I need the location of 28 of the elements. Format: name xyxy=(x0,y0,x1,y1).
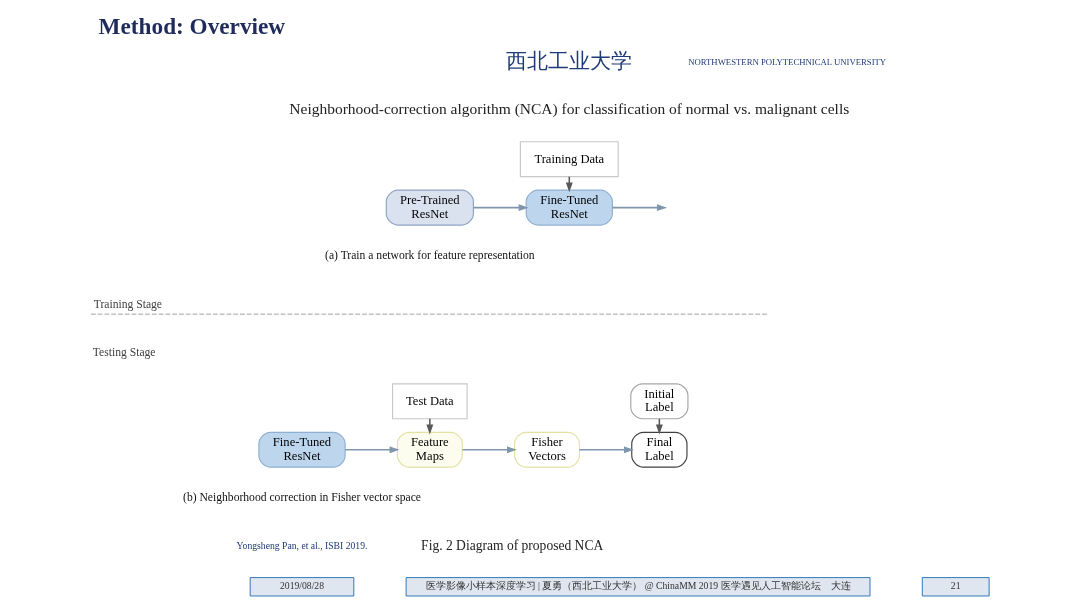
node-box: Fine-Tuned ResNet xyxy=(525,189,613,226)
arrow xyxy=(461,446,517,454)
diagram-title: Method: Overview xyxy=(98,12,286,39)
node-box: Final Label xyxy=(631,431,688,468)
label: Neighborhood-correction algorithm (NCA) for classification of normal vs. malignant cells xyxy=(289,100,850,118)
arrow xyxy=(611,204,667,212)
label: Training Stage xyxy=(93,297,163,311)
node-box: Feature Maps xyxy=(396,431,463,468)
node-box: Test Data xyxy=(391,383,468,420)
label: 西北工业大学 xyxy=(506,48,633,73)
arrow xyxy=(426,418,434,435)
arrow xyxy=(472,204,529,212)
node-box: Fisher Vectors xyxy=(514,431,581,468)
arrow xyxy=(578,446,634,454)
arrow xyxy=(344,446,400,454)
node-box: Training Data xyxy=(519,141,619,178)
label: (b) Neighborhood correction in Fisher vector space xyxy=(183,491,421,505)
node-box: Fine-Tuned ResNet xyxy=(258,431,346,468)
label: NORTHWESTERN POLYTECHNICAL UNIVERSITY xyxy=(688,56,887,67)
label: Yongsheng Pan, et al., ISBI 2019. xyxy=(236,540,368,552)
label: 2019/08/28 xyxy=(279,580,325,592)
label: Testing Stage xyxy=(92,346,156,360)
label: 医学影像小样本深度学习 | 夏勇（西北工业大学） @ ChinaMM 2019 医学遇见人工智能论坛 大连 xyxy=(425,580,851,592)
label: 21 xyxy=(950,580,961,592)
caption: Fig. 2 Diagram of proposed NCA xyxy=(421,538,604,554)
node-box: Pre-Trained ResNet xyxy=(385,189,474,226)
label: (a) Train a network for feature representation xyxy=(325,249,535,263)
node-box: Initial Label xyxy=(630,383,689,420)
